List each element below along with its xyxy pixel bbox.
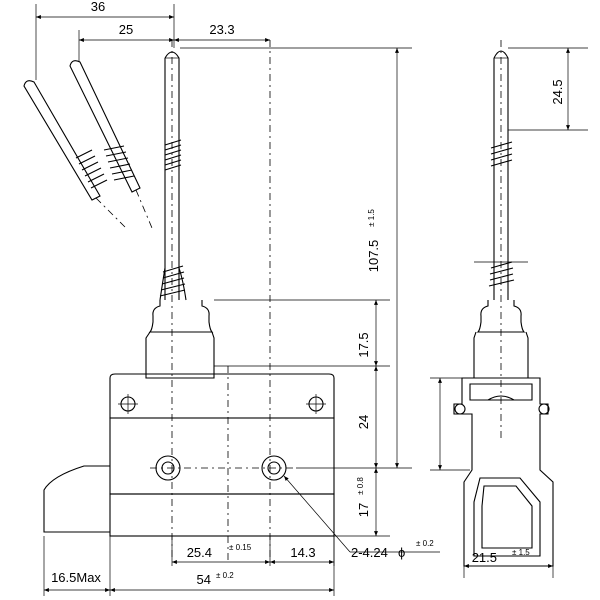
dim-36: 36 xyxy=(91,0,105,14)
front-view: 36 25 23.3 107.5 ± 1.5 17.5 24 17 ± 0.8 xyxy=(23,0,440,596)
dim-107-5: 107.5 xyxy=(366,240,381,273)
upper-spring xyxy=(164,139,182,171)
bottom-dimensions: 25.4 ± 0.15 14.3 16.5Max 54 ± 0.2 2-4.24… xyxy=(43,475,440,596)
dim-24-5: 24.5 xyxy=(550,79,565,104)
lower-spring xyxy=(159,265,187,301)
side-upper-spring xyxy=(490,141,513,167)
dim-25: 25 xyxy=(119,22,133,37)
lever-rod xyxy=(145,51,215,379)
side-view: 24.5 21.5 ± 1.5 xyxy=(430,40,588,578)
swing-spring-a xyxy=(75,149,108,189)
side-dimensions: 24.5 21.5 ± 1.5 xyxy=(430,47,588,578)
side-lower-spring xyxy=(488,261,515,287)
hole-phi: ϕ xyxy=(398,545,405,560)
dim-107-5-tol: ± 1.5 xyxy=(367,209,376,227)
dim-21-5: 21.5 xyxy=(472,550,497,565)
dim-25-4-tol: ± 0.15 xyxy=(229,543,252,552)
swing-spring-b xyxy=(103,145,135,181)
flange-screw-left xyxy=(118,394,138,414)
top-dimensions: 36 25 23.3 xyxy=(35,0,270,80)
dim-54-tol: ± 0.2 xyxy=(216,571,234,580)
dim-17-5: 17.5 xyxy=(356,332,371,357)
dim-23-3: 23.3 xyxy=(209,22,234,37)
dim-17-tol: ± 0.8 xyxy=(356,477,365,495)
dim-16-5-max: 16.5Max xyxy=(51,570,101,585)
dim-25-4: 25.4 xyxy=(187,545,212,560)
hole-tol: ± 0.2 xyxy=(416,539,434,548)
dim-17: 17 xyxy=(356,503,371,517)
vertical-dimensions: 107.5 ± 1.5 17.5 24 17 ± 0.8 xyxy=(180,47,412,537)
dim-54: 54 xyxy=(197,572,211,587)
flange-screw-right xyxy=(306,394,326,414)
dim-21-5-tol: ± 1.5 xyxy=(512,548,530,557)
dim-14-3: 14.3 xyxy=(290,545,315,560)
lever-swing-positions xyxy=(23,60,153,229)
hole-callout: 2-4.24 xyxy=(351,545,388,560)
dim-24: 24 xyxy=(356,415,371,429)
